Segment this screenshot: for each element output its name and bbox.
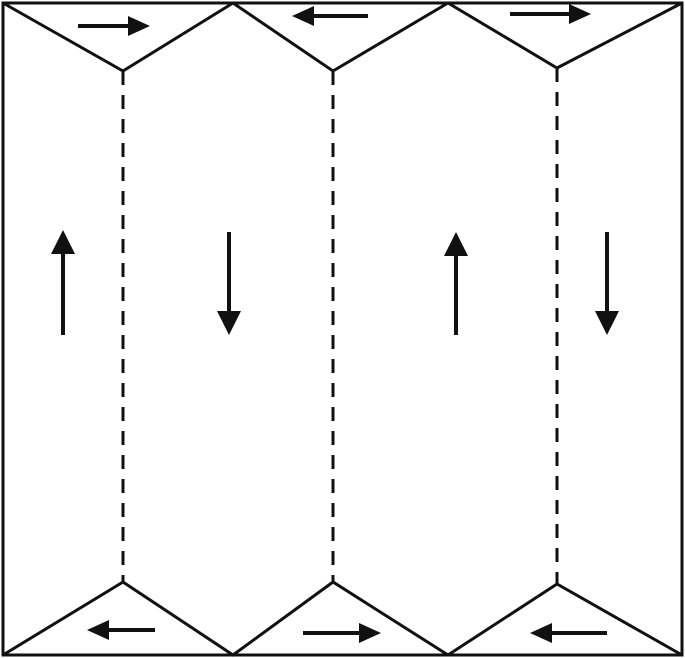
arrow-up-icon xyxy=(51,230,75,335)
arrow-right-icon xyxy=(78,16,150,36)
arrow-left-icon xyxy=(292,6,368,26)
arrow-right-icon xyxy=(510,4,591,24)
arrow-up-icon xyxy=(444,232,468,335)
arrow-left-icon xyxy=(530,623,607,643)
arrow-down-icon xyxy=(595,232,619,335)
bottom-zigzag-edge xyxy=(2,580,683,657)
arrow-right-icon xyxy=(303,623,381,643)
arrow-down-icon xyxy=(217,232,241,335)
arrow-left-icon xyxy=(87,620,155,640)
